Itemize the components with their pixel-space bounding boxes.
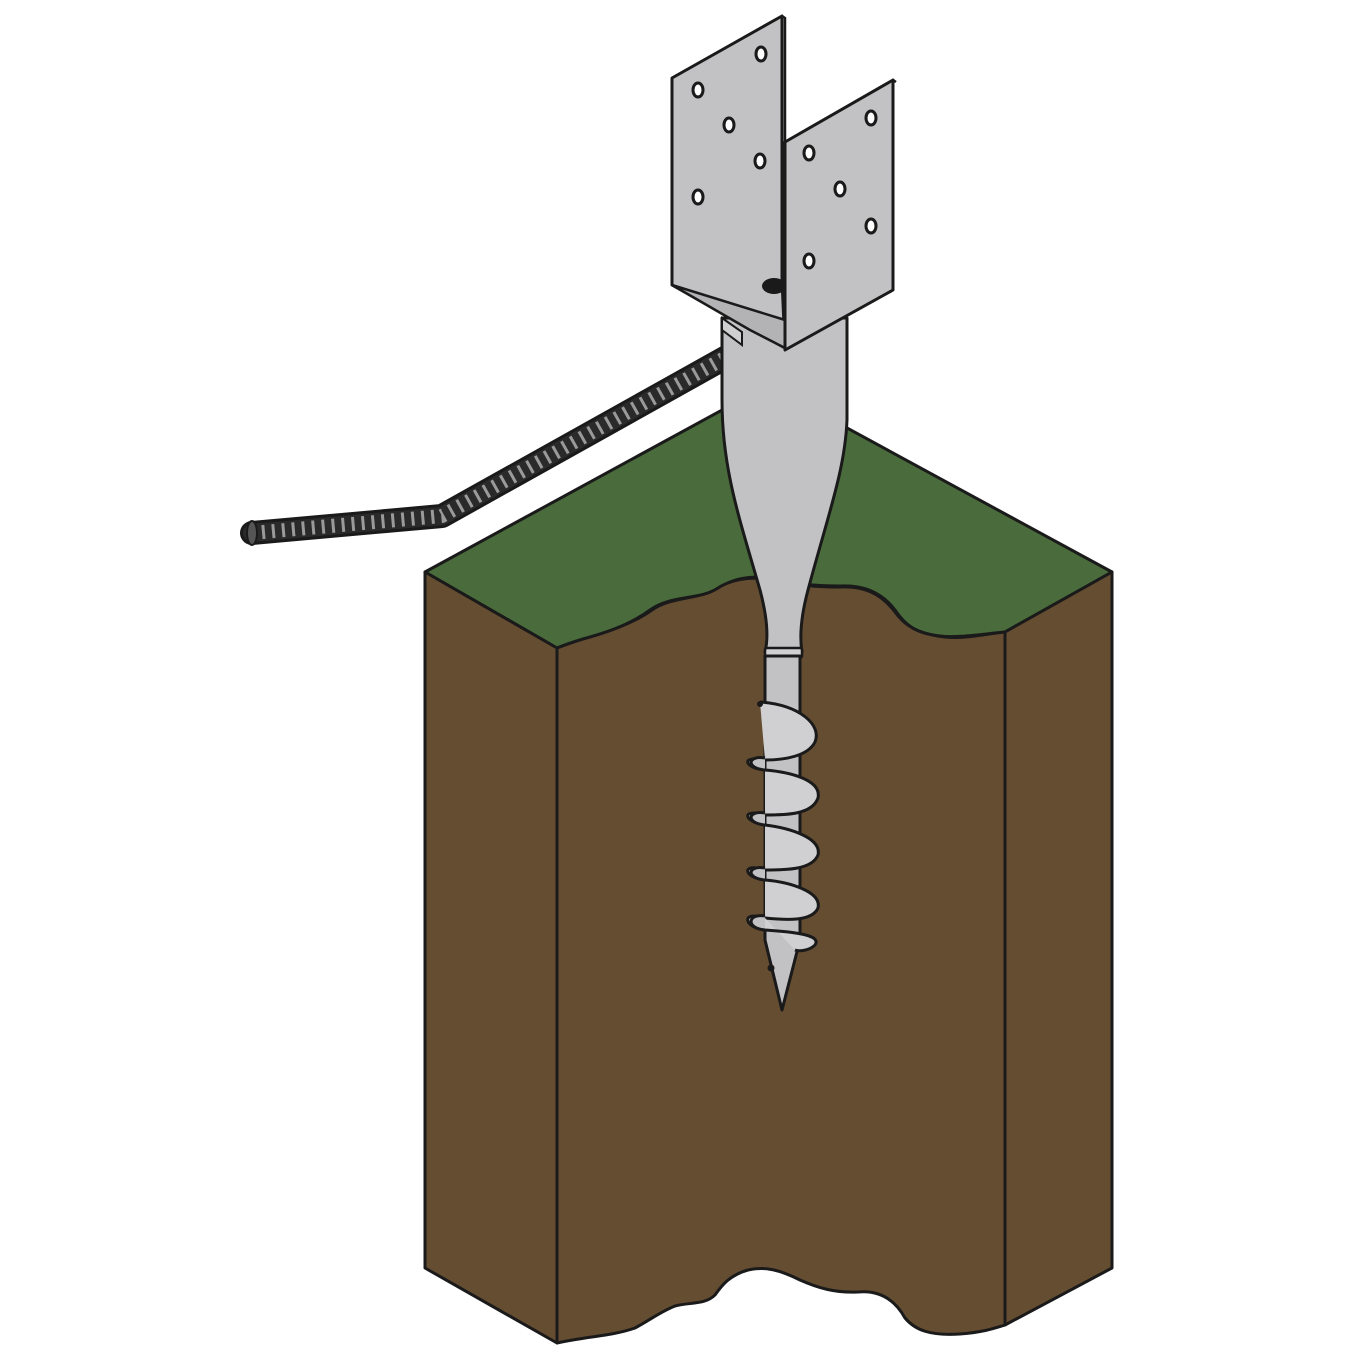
threaded-rod: [240, 333, 760, 546]
anchor-shaft: [720, 316, 849, 1012]
soil-right-face: [1003, 570, 1114, 1327]
u-bracket: [670, 14, 897, 352]
bracket-left-plate: [670, 14, 787, 350]
helical-screw: [746, 700, 820, 953]
right-plate-holes: [802, 109, 878, 270]
rod-end-cap: [246, 520, 258, 546]
soil-left-face: [423, 570, 559, 1345]
left-plate-holes: [691, 45, 768, 206]
bracket-center-hole: [762, 278, 786, 294]
